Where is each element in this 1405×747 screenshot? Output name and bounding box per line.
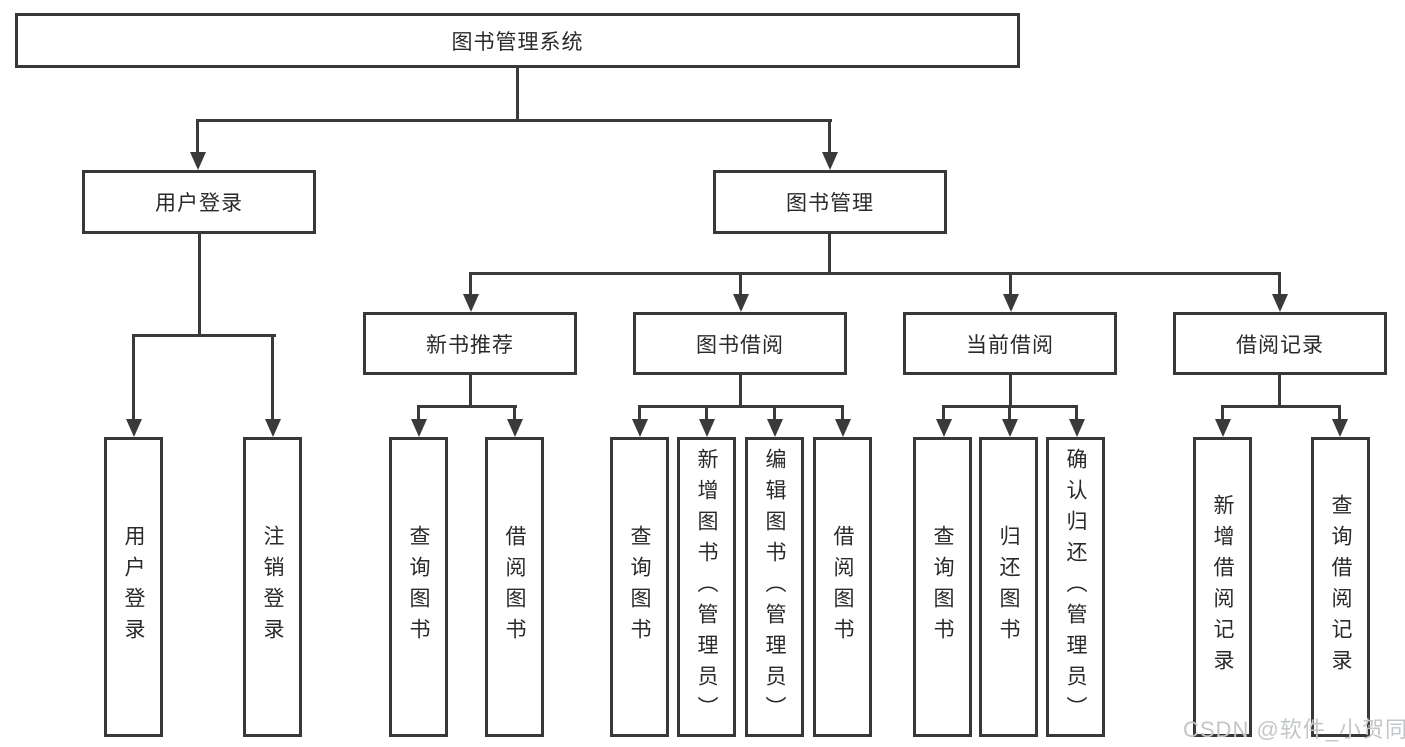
- connector-line: [841, 405, 844, 423]
- leaf-add-borrow-record: 新增借阅记录: [1193, 437, 1252, 737]
- node-current-borrowing: 当前借阅: [903, 312, 1117, 375]
- node-label: 用户登录: [155, 192, 243, 215]
- connector-line: [942, 405, 945, 423]
- connector-line: [469, 272, 472, 296]
- arrow-down-icon: [699, 419, 715, 437]
- node-label: 注销登录: [261, 525, 284, 649]
- node-label: 查询图书: [407, 525, 430, 649]
- arrow-down-icon: [733, 294, 749, 312]
- node-label: 当前借阅: [966, 333, 1054, 357]
- arrow-down-icon: [463, 294, 479, 312]
- arrow-down-icon: [126, 419, 142, 437]
- connector-line: [1009, 272, 1012, 296]
- node-book-borrowing: 图书借阅: [633, 312, 847, 375]
- connector-line: [271, 334, 274, 423]
- leaf-confirm-return-admin: 确认归还（管理员）: [1046, 437, 1105, 737]
- arrow-down-icon: [1002, 419, 1018, 437]
- node-label: 新增图书（管理员）: [695, 447, 718, 727]
- connector-line: [132, 334, 135, 423]
- arrow-down-icon: [632, 419, 648, 437]
- node-root-system: 图书管理系统: [15, 13, 1020, 68]
- node-label: 查询图书: [931, 525, 954, 649]
- arrow-down-icon: [1215, 419, 1231, 437]
- connector-line: [1221, 405, 1224, 423]
- arrow-down-icon: [835, 419, 851, 437]
- node-label: 新增借阅记录: [1211, 494, 1234, 680]
- arrow-down-icon: [822, 152, 838, 170]
- connector-line: [1278, 272, 1281, 296]
- connector-line: [828, 119, 831, 155]
- leaf-recommend-query-books: 查询图书: [389, 437, 448, 737]
- leaf-edit-books-admin: 编辑图书（管理员）: [745, 437, 804, 737]
- node-label: 借阅记录: [1236, 333, 1324, 357]
- connector-line: [469, 272, 1281, 275]
- connector-line: [198, 234, 201, 336]
- connector-line: [773, 405, 776, 423]
- node-label: 归还图书: [997, 525, 1020, 649]
- connector-line: [638, 405, 641, 423]
- connector-line: [1338, 405, 1341, 423]
- leaf-borrow-books: 借阅图书: [813, 437, 872, 737]
- node-label: 借阅图书: [831, 525, 854, 649]
- node-label: 图书管理: [786, 192, 874, 215]
- arrow-down-icon: [936, 419, 952, 437]
- connector-line: [132, 334, 276, 337]
- node-user-login: 用户登录: [82, 170, 316, 234]
- node-new-book-recommend: 新书推荐: [363, 312, 577, 375]
- node-label: 新书推荐: [426, 333, 514, 357]
- arrow-down-icon: [1332, 419, 1348, 437]
- leaf-current-query-books: 查询图书: [913, 437, 972, 737]
- node-label: 查询图书: [628, 525, 651, 649]
- leaf-return-books: 归还图书: [979, 437, 1038, 737]
- leaf-logout: 注销登录: [243, 437, 302, 737]
- node-label: 编辑图书（管理员）: [763, 447, 786, 727]
- connector-line: [513, 405, 516, 423]
- node-label: 用户登录: [122, 525, 145, 649]
- connector-line: [828, 234, 831, 274]
- node-book-management: 图书管理: [713, 170, 947, 234]
- node-label: 借阅图书: [503, 525, 526, 649]
- connector-line: [1075, 405, 1078, 423]
- node-borrowing-records: 借阅记录: [1173, 312, 1387, 375]
- arrow-down-icon: [265, 419, 281, 437]
- arrow-down-icon: [507, 419, 523, 437]
- node-label: 确认归还（管理员）: [1064, 447, 1087, 727]
- connector-line: [1008, 405, 1011, 423]
- leaf-user-login: 用户登录: [104, 437, 163, 737]
- leaf-query-borrow-record: 查询借阅记录: [1311, 437, 1370, 737]
- leaf-recommend-borrow-books: 借阅图书: [485, 437, 544, 737]
- leaf-add-books-admin: 新增图书（管理员）: [677, 437, 736, 737]
- connector-line: [705, 405, 708, 423]
- csdn-watermark: CSDN @软件_小贺同学: [1183, 717, 1405, 742]
- connector-line: [469, 375, 472, 407]
- connector-line: [739, 375, 742, 407]
- connector-line: [1009, 375, 1012, 407]
- connector-line: [417, 405, 420, 423]
- connector-line: [417, 405, 517, 408]
- connector-line: [196, 119, 199, 155]
- connector-line: [1278, 375, 1281, 407]
- arrow-down-icon: [767, 419, 783, 437]
- connector-line: [516, 68, 519, 121]
- arrow-down-icon: [190, 152, 206, 170]
- arrow-down-icon: [1069, 419, 1085, 437]
- leaf-borrow-query-books: 查询图书: [610, 437, 669, 737]
- node-label: 图书管理系统: [451, 30, 584, 54]
- connector-line: [638, 405, 844, 408]
- arrow-down-icon: [1272, 294, 1288, 312]
- arrow-down-icon: [411, 419, 427, 437]
- connector-line: [196, 119, 832, 122]
- node-label: 图书借阅: [696, 333, 784, 357]
- connector-line: [1221, 405, 1340, 408]
- node-label: 查询借阅记录: [1329, 494, 1352, 680]
- connector-line: [739, 272, 742, 296]
- arrow-down-icon: [1003, 294, 1019, 312]
